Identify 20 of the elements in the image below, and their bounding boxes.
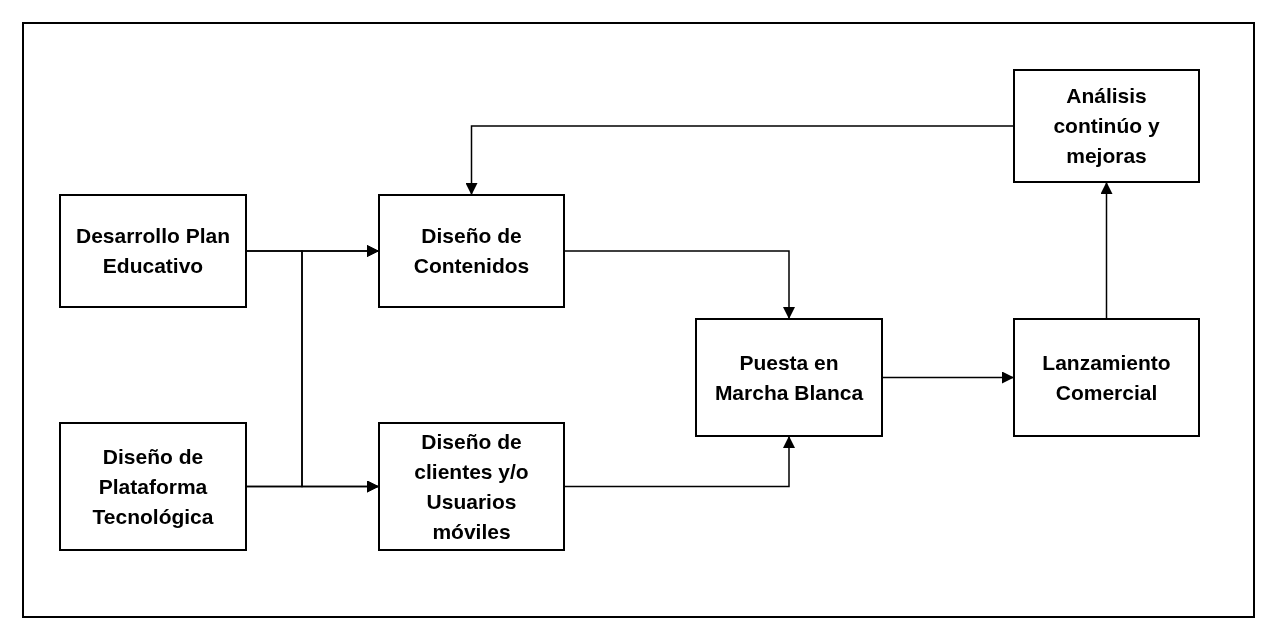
arrow — [246, 480, 379, 493]
box-label: Análisis continúo y mejoras — [1052, 83, 1161, 169]
arrow — [564, 436, 795, 488]
box-label: Lanzamiento Comercial — [1041, 349, 1172, 406]
box-label: Diseño de clientes y/o Usuarios móviles — [413, 428, 530, 545]
box-label: Desarrollo Plan Educativo — [74, 223, 232, 279]
arrow — [1100, 182, 1113, 319]
process-box — [1013, 318, 1200, 437]
process-box — [59, 422, 247, 551]
process-box — [378, 194, 565, 308]
arrow — [465, 125, 1014, 195]
arrow — [882, 371, 1014, 384]
process-box — [695, 318, 883, 437]
box-label: Diseño de Contenidos — [412, 223, 531, 279]
process-box — [59, 194, 247, 308]
box-label: Puesta en Marcha Blanca — [713, 349, 865, 406]
box-label: Diseño de Plataforma Tecnológica — [91, 443, 215, 530]
process-box — [378, 422, 565, 551]
process-box — [1013, 69, 1200, 183]
arrow — [564, 250, 795, 319]
